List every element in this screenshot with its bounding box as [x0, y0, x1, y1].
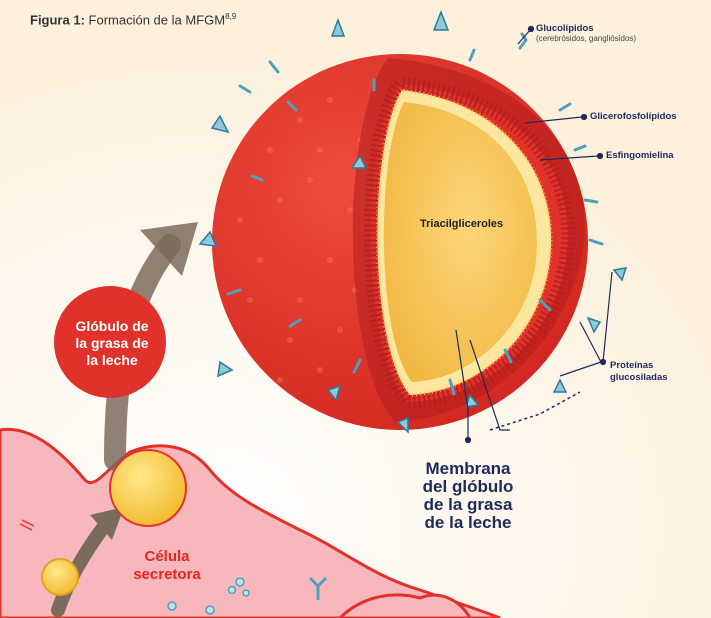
membrane-line-2: del glóbulo — [422, 477, 514, 496]
figure-title: Figura 1: Formación de la MFGM8,9 — [30, 12, 237, 28]
cell-junction — [19, 519, 35, 531]
label-glycoproteins-2: glucosiladas — [610, 372, 668, 383]
label-membrane: Membrana del glóbulo de la grasa de la l… — [398, 460, 538, 532]
cell-receptor-icon — [308, 576, 328, 600]
arrow-up-head — [140, 222, 198, 276]
leader-lines — [455, 25, 613, 444]
label-globule: Glóbulo de la grasa de la leche — [48, 318, 176, 369]
arrow-lower-head — [90, 507, 124, 540]
globule-line-1: Glóbulo de — [75, 318, 149, 334]
label-secretory-cell: Célula secretora — [112, 548, 222, 584]
glycoproteins — [198, 9, 628, 434]
label-glycolipids-detail: (cerebrósidos, gangliósidos) — [536, 34, 637, 43]
membrane-line-3: de la grasa — [423, 495, 513, 514]
cell-line-1: Célula — [144, 548, 190, 565]
globule-line-2: la grasa de — [75, 335, 149, 351]
label-sphingomyelin: Esfingomielina — [606, 150, 674, 161]
membrane-line-4: de la leche — [424, 513, 512, 532]
fat-droplet-large — [109, 449, 187, 527]
mfgm-sphere — [212, 54, 588, 430]
globule-line-3: la leche — [86, 352, 138, 368]
milk-fat-globule-small — [54, 286, 166, 398]
arrow-lower — [51, 518, 112, 617]
label-glycerophospholipids: Glicerofosfolípidos — [590, 111, 677, 122]
cell-line-2: secretora — [133, 566, 201, 583]
bilayer-lines — [363, 76, 575, 410]
triacylglycerol-core — [383, 102, 537, 382]
neighbor-cell — [337, 593, 472, 618]
cell-vesicles — [167, 577, 250, 615]
label-glycolipids: Glucolípidos — [536, 23, 594, 34]
membrane-line-1: Membrana — [425, 459, 511, 478]
label-triacylglycerols: Triacilgliceroles — [420, 218, 504, 230]
fat-droplet-small — [41, 558, 79, 596]
label-glycoproteins-1: Proteínas — [610, 360, 654, 371]
glycolipid-chains — [226, 32, 604, 396]
